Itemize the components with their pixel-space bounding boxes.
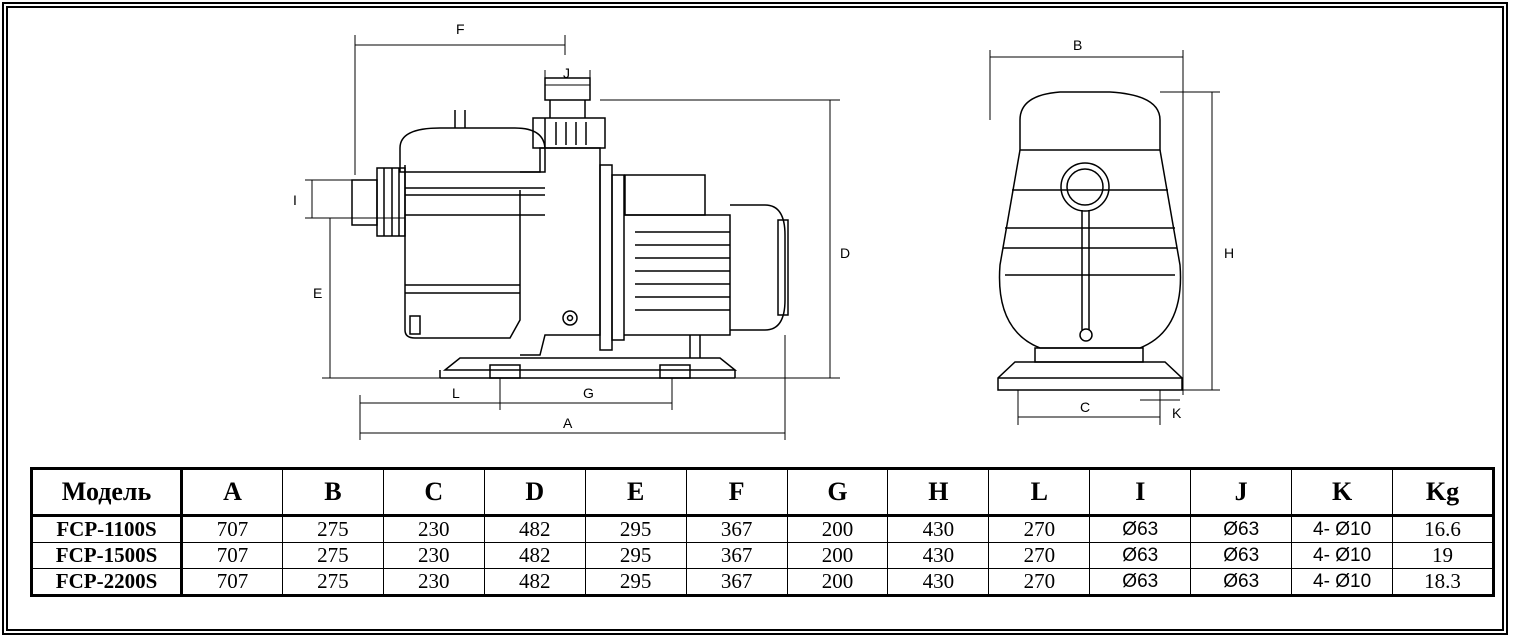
cell-b: 275: [281, 515, 384, 543]
cell-g: 200: [786, 542, 889, 569]
cell-b: 275: [281, 568, 384, 596]
cell-c: 230: [382, 542, 485, 569]
cell-c: 230: [382, 515, 485, 543]
cell-l: 270: [988, 542, 1091, 569]
header-h: H: [887, 468, 990, 517]
specs-table: Модель A B C D E F G H L I J K Kg FCP-11…: [30, 467, 1495, 597]
cell-i: Ø63: [1089, 542, 1192, 569]
cell-g: 200: [786, 515, 889, 543]
cell-b: 275: [281, 542, 384, 569]
header-d: D: [483, 468, 586, 517]
cell-c: 230: [382, 568, 485, 596]
cell-a: 707: [181, 542, 283, 569]
cell-d: 482: [483, 515, 586, 543]
dim-label-d: D: [840, 245, 850, 261]
table-row: FCP-1500S 707 275 230 482 295 367 200 43…: [31, 542, 1494, 569]
cell-d: 482: [483, 542, 586, 569]
dim-label-c: C: [1080, 399, 1090, 415]
dim-label-k: K: [1172, 405, 1182, 421]
cell-l: 270: [988, 568, 1091, 596]
header-l: L: [988, 468, 1091, 517]
table-row: FCP-1100S 707 275 230 482 295 367 200 43…: [31, 515, 1494, 543]
cell-model: FCP-1500S: [31, 542, 183, 569]
dim-label-j: J: [563, 65, 570, 81]
cell-kg: 19: [1392, 542, 1494, 569]
cell-f: 367: [685, 542, 788, 569]
cell-kg: 16.6: [1392, 515, 1494, 543]
dim-label-h: H: [1224, 245, 1234, 261]
cell-h: 430: [887, 515, 990, 543]
cell-g: 200: [786, 568, 889, 596]
cell-j: Ø63: [1190, 568, 1293, 596]
front-view-pump: [997, 91, 1183, 391]
dim-label-l: L: [452, 385, 460, 401]
header-f: F: [685, 468, 788, 517]
cell-model: FCP-2200S: [31, 568, 183, 596]
cell-i: Ø63: [1089, 515, 1192, 543]
cell-e: 295: [584, 568, 687, 596]
cell-i: Ø63: [1089, 568, 1192, 596]
cell-k: 4- Ø10: [1291, 568, 1394, 596]
header-b: B: [281, 468, 384, 517]
cell-e: 295: [584, 542, 687, 569]
header-c: C: [382, 468, 485, 517]
pump-dimension-drawing: F J I E D L G A B H C K: [293, 21, 1234, 440]
table-header-row: Модель A B C D E F G H L I J K Kg: [31, 468, 1494, 517]
cell-k: 4- Ø10: [1291, 542, 1394, 569]
table-row: FCP-2200S 707 275 230 482 295 367 200 43…: [31, 568, 1494, 596]
dim-label-e: E: [313, 285, 322, 301]
side-view-pump: [351, 77, 789, 379]
dim-label-g: G: [583, 385, 594, 401]
header-e: E: [584, 468, 687, 517]
header-kg: Kg: [1392, 468, 1494, 517]
cell-j: Ø63: [1190, 542, 1293, 569]
cell-e: 295: [584, 515, 687, 543]
cell-kg: 18.3: [1392, 568, 1494, 596]
cell-a: 707: [181, 515, 283, 543]
cell-k: 4- Ø10: [1291, 515, 1394, 543]
cell-h: 430: [887, 542, 990, 569]
header-k: K: [1291, 468, 1394, 517]
header-model: Модель: [31, 468, 183, 517]
header-j: J: [1190, 468, 1293, 517]
cell-h: 430: [887, 568, 990, 596]
header-g: G: [786, 468, 889, 517]
cell-j: Ø63: [1190, 515, 1293, 543]
header-a: A: [181, 468, 283, 517]
cell-f: 367: [685, 515, 788, 543]
dim-label-f: F: [456, 21, 465, 37]
cell-d: 482: [483, 568, 586, 596]
cell-a: 707: [181, 568, 283, 596]
header-i: I: [1089, 468, 1192, 517]
dim-label-b: B: [1073, 37, 1082, 53]
dim-label-i: I: [293, 192, 297, 208]
cell-model: FCP-1100S: [31, 515, 183, 543]
dim-label-a: A: [563, 415, 573, 431]
cell-l: 270: [988, 515, 1091, 543]
cell-f: 367: [685, 568, 788, 596]
